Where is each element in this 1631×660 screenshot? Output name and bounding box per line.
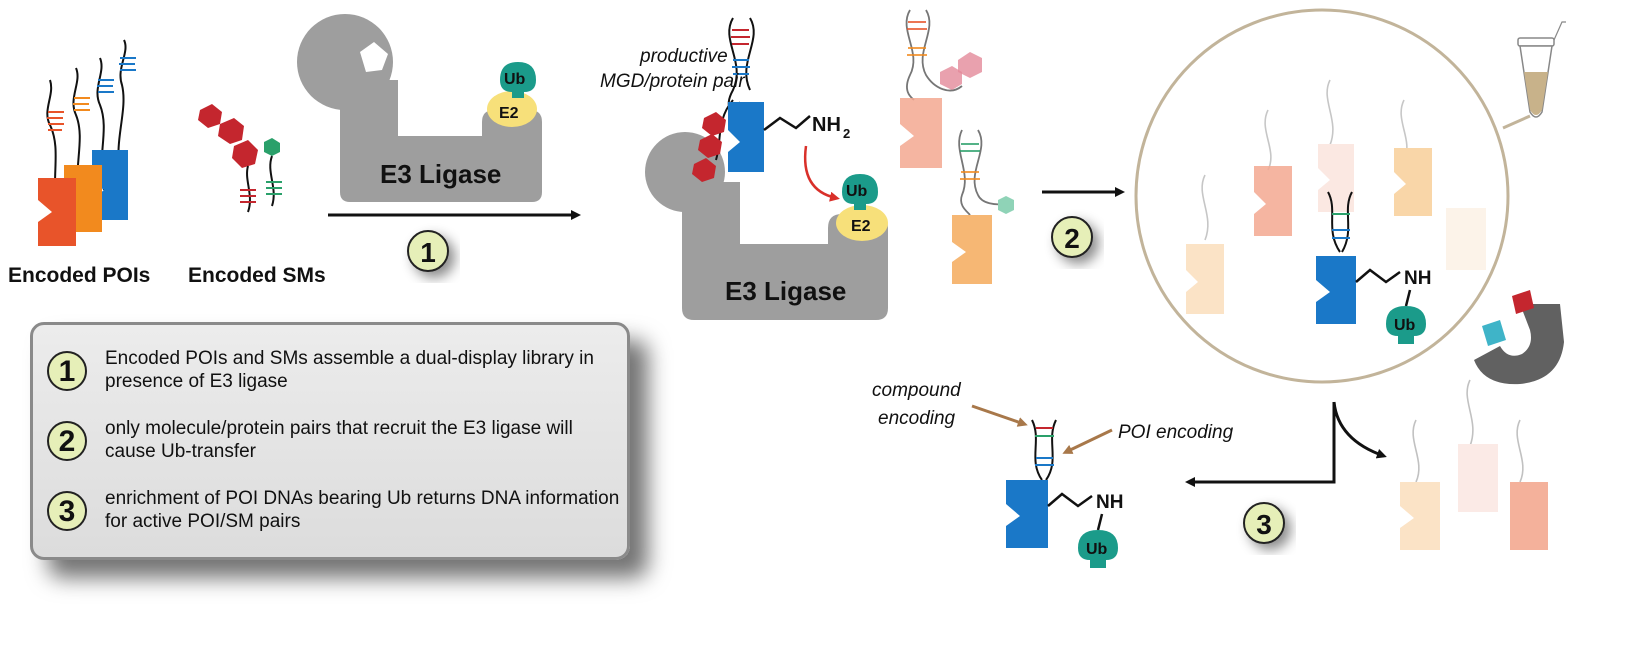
e2-1 (487, 91, 537, 127)
enriched-poi: NH Ub (1006, 419, 1123, 568)
e3-ligase-2-label: E3 Ligase (725, 276, 846, 306)
productive-label: productive (639, 46, 728, 67)
encoded-sms-label: Encoded SMs (188, 264, 326, 287)
svg-text:Ub: Ub (846, 183, 868, 200)
svg-text:E2: E2 (499, 105, 519, 122)
svg-text:E2: E2 (851, 218, 871, 235)
step3-discard-arrow (1332, 401, 1387, 459)
svg-text:Ub: Ub (504, 71, 526, 88)
svg-text:Ub: Ub (1394, 317, 1416, 334)
step-2-text: only molecule/protein pairs that recruit… (105, 418, 573, 462)
encoded-pois-label: Encoded POIs (8, 264, 150, 287)
unbound-pairs (900, 9, 1014, 284)
e3-ligase-1: E3 Ligase (297, 14, 542, 202)
ub-transfer-arrow (803, 145, 840, 202)
step2-badge (1051, 216, 1093, 258)
svg-text:1: 1 (420, 237, 436, 268)
svg-text:encoding: encoding (878, 408, 956, 429)
nh-label-output: NH (1096, 492, 1123, 513)
step-3-number: 3 (47, 491, 87, 531)
ternary-complex: E3 Ligase NH 2 (645, 17, 888, 320)
magnified-view: NH Ub (1134, 8, 1531, 384)
poi-encoding-arrow (1062, 428, 1113, 454)
step-3-text: enrichment of POI DNAs bearing Ub return… (105, 488, 620, 532)
step3-badge (1243, 502, 1285, 544)
svg-text:MGD/protein pair: MGD/protein pair (600, 71, 745, 92)
tube-icon (1517, 21, 1566, 118)
compound-encoding-label: compound (872, 380, 962, 401)
discarded-pois (1400, 379, 1548, 550)
step-1-number: 1 (47, 351, 87, 391)
compound-encoding-arrow (971, 404, 1028, 427)
poi-encoding-label: POI encoding (1118, 422, 1234, 443)
e3-ligase-1-label: E3 Ligase (380, 159, 501, 189)
svg-text:3: 3 (1256, 509, 1272, 540)
step-2-number: 2 (47, 421, 87, 461)
encoded-sms-group (198, 104, 282, 213)
ub-1 (500, 62, 536, 98)
svg-text:2: 2 (1064, 223, 1080, 254)
e2-2 (836, 205, 888, 241)
encoded-pois-group (38, 39, 136, 246)
step3-arrow (1185, 402, 1336, 487)
ub-2 (842, 174, 878, 210)
magnet-icon (1474, 290, 1564, 385)
svg-text:2: 2 (843, 126, 850, 141)
legend-box: 1 Encoded POIs and SMs assemble a dual-d… (30, 322, 630, 560)
nh-label-magnified: NH (1404, 268, 1431, 289)
svg-text:Ub: Ub (1086, 541, 1108, 558)
step-1-text: Encoded POIs and SMs assemble a dual-dis… (105, 348, 594, 392)
nh2-label: NH (812, 114, 841, 136)
step1-badge (407, 230, 449, 272)
